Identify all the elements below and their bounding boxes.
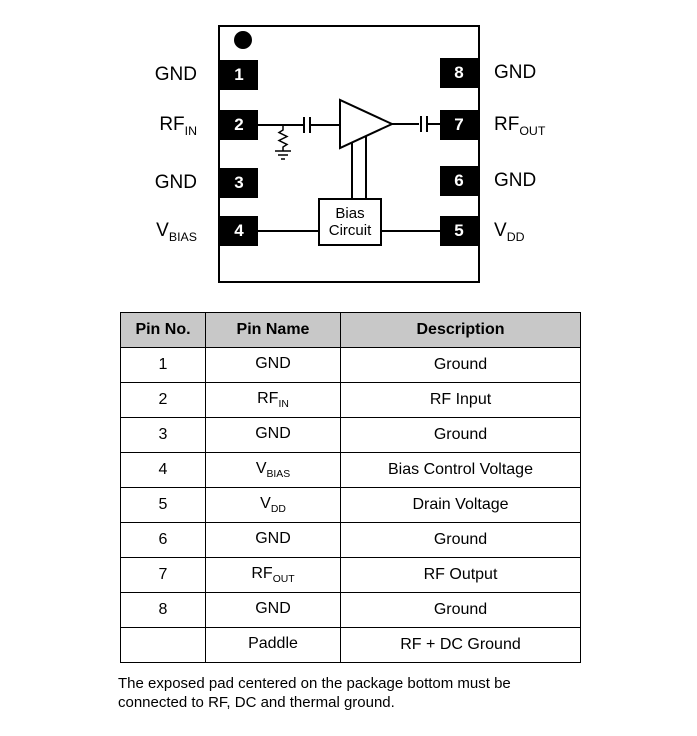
pin-no-cell: 8 (120, 592, 206, 628)
header-pin-name: Pin Name (205, 312, 341, 348)
pin-name-cell: GND (205, 592, 341, 628)
pin-label-5: VDD (494, 220, 525, 244)
pin-label-8: GND (494, 62, 537, 83)
pin-label-6: GND (494, 170, 537, 191)
description-cell: Ground (340, 592, 581, 628)
pin-name-cell: RFIN (205, 382, 341, 418)
pin-name-cell: VDD (205, 487, 341, 523)
table-row: 1 GND Ground (120, 347, 581, 383)
pin-number: 1 (234, 65, 244, 84)
description-cell: RF Input (340, 382, 581, 418)
pin-no-cell: 3 (120, 417, 206, 453)
bias-circuit-box: Bias Circuit (318, 198, 382, 246)
table-row: Paddle RF + DC Ground (120, 627, 581, 663)
table-row: 8 GND Ground (120, 592, 581, 628)
pin-number: 8 (454, 63, 464, 82)
pin-name-cell: Paddle (205, 627, 341, 663)
pin-no-cell: 6 (120, 522, 206, 558)
bias-box-line1: Bias (335, 205, 365, 222)
table-row: 3 GND Ground (120, 417, 581, 453)
description-cell: Drain Voltage (340, 487, 581, 523)
pin-label-1: GND (154, 64, 197, 85)
pin-number: 7 (454, 115, 464, 134)
pin-square-6: 6 (440, 166, 478, 196)
header-pin-no: Pin No. (120, 312, 206, 348)
pin-label-4: VBIAS (156, 220, 197, 244)
pin-no-cell: 4 (120, 452, 206, 488)
pin-number: 6 (454, 171, 464, 190)
table-row: 5 VDD Drain Voltage (120, 487, 581, 523)
pin-name-cell: GND (205, 347, 341, 383)
pin-label-2: RFIN (159, 114, 197, 138)
pin-label-7: RFOUT (494, 114, 546, 138)
pin-square-7: 7 (440, 110, 478, 140)
pin-number: 2 (234, 115, 244, 134)
description-cell: Ground (340, 417, 581, 453)
pin-number: 4 (234, 221, 244, 240)
pin-no-cell (120, 627, 206, 663)
table-row: 7 RFOUT RF Output (120, 557, 581, 593)
pin-no-cell: 1 (120, 347, 206, 383)
pin-square-2: 2 (220, 110, 258, 140)
description-cell: Bias Control Voltage (340, 452, 581, 488)
pin-square-4: 4 (220, 216, 258, 246)
pin-name-cell: VBIAS (205, 452, 341, 488)
pin-label-3: GND (154, 172, 197, 193)
pin-square-3: 3 (220, 168, 258, 198)
description-cell: RF + DC Ground (340, 627, 581, 663)
pin-no-cell: 5 (120, 487, 206, 523)
pin-no-cell: 2 (120, 382, 206, 418)
pin-number: 5 (454, 221, 464, 240)
pin-square-5: 5 (440, 216, 478, 246)
description-cell: Ground (340, 347, 581, 383)
pin-name-cell: GND (205, 522, 341, 558)
pin-no-cell: 7 (120, 557, 206, 593)
header-description: Description (340, 312, 581, 348)
pin-square-8: 8 (440, 58, 478, 88)
description-cell: RF Output (340, 557, 581, 593)
footer-note-line1: The exposed pad centered on the package … (118, 675, 511, 692)
pin-number: 3 (234, 173, 244, 192)
pin1-indicator-dot (234, 31, 252, 49)
table-header-row: Pin No. Pin Name Description (120, 312, 581, 348)
footer-note: The exposed pad centered on the package … (118, 674, 598, 712)
pin-name-cell: GND (205, 417, 341, 453)
table-row: 6 GND Ground (120, 522, 581, 558)
table-row: 2 RFIN RF Input (120, 382, 581, 418)
pin-table: Pin No. Pin Name Description 1 GND Groun… (120, 312, 581, 663)
pin-name-cell: RFOUT (205, 557, 341, 593)
footer-note-line2: connected to RF, DC and thermal ground. (118, 694, 395, 711)
bias-box-line2: Circuit (328, 222, 372, 239)
description-cell: Ground (340, 522, 581, 558)
pin-square-1: 1 (220, 60, 258, 90)
table-row: 4 VBIAS Bias Control Voltage (120, 452, 581, 488)
